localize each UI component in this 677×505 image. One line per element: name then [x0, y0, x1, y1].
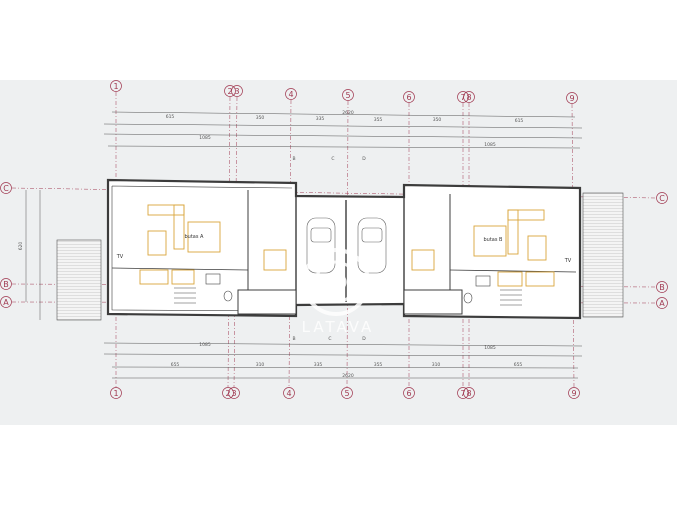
dimension-top [103, 111, 583, 149]
axis-label-5: 5 [345, 91, 350, 100]
room-label-unit-b: butas B [484, 237, 504, 243]
axis-label-5-bottom: 5 [344, 389, 349, 398]
dim-bottom-2: 310 [256, 362, 265, 368]
axis-label-3: 3 [234, 87, 239, 96]
room-label-unit-a: butas A [185, 234, 205, 240]
dimension-bottom [103, 342, 583, 379]
axis-label-9: 9 [569, 94, 574, 103]
dim-bottom-4: 355 [374, 362, 383, 368]
stairs [174, 287, 522, 306]
dim-bottom-5: 310 [432, 362, 441, 368]
axis-label-9-bottom: 9 [571, 389, 576, 398]
axis-label-b-right: B [659, 283, 665, 292]
dim-bottom-inner-b: 1085 [484, 345, 496, 351]
axis-top: 1 2 3 4 5 6 7 8 9 [110, 80, 578, 104]
section-marks: B C D B C D [292, 156, 366, 342]
axis-label-a-right: A [659, 299, 665, 308]
watermark-text: LATAVA [302, 318, 375, 336]
dimension-bottom-labels: 1085 1085 655 310 335 355 310 655 2620 [171, 342, 523, 379]
axis-label-7-bottom: 7 [460, 389, 465, 398]
axis-label-6-bottom: 6 [406, 389, 411, 398]
terrace-left [56, 239, 102, 321]
dim-bottom-3: 335 [314, 362, 323, 368]
dimension-left [25, 190, 41, 320]
axis-label-c-right: C [659, 194, 665, 203]
dim-top-4: 355 [374, 117, 383, 123]
dim-bottom-inner-a: 1085 [199, 342, 211, 348]
dim-top-6: 615 [515, 118, 524, 124]
axis-label-3-bottom: 3 [231, 389, 236, 398]
tv-label-a: TV [116, 254, 124, 260]
axis-label-1-bottom: 1 [113, 389, 118, 398]
dim-top-total: 2620 [342, 110, 354, 116]
dim-left-height: 620 [18, 242, 24, 251]
axis-label-c-left: C [3, 184, 9, 193]
dim-top-5: 350 [433, 117, 442, 123]
tv-label-b: TV [564, 258, 572, 264]
axis-label-7: 7 [460, 93, 465, 102]
axis-label-8-bottom: 8 [466, 389, 471, 398]
dim-bottom-1: 655 [171, 362, 180, 368]
dim-bottom-6: 655 [514, 362, 523, 368]
dim-top-1: 615 [166, 114, 175, 120]
furniture-unit-b [411, 209, 555, 287]
car-icon [306, 217, 387, 274]
axis-bottom: 1 2 3 4 5 6 7 8 9 [110, 387, 580, 399]
axis-label-2-bottom: 2 [225, 389, 230, 398]
section-mark-c-top: C [331, 156, 334, 162]
dim-top-inner-b: 1085 [484, 142, 496, 148]
bathroom-fixtures [205, 273, 491, 304]
section-mark-d-bottom: D [362, 336, 366, 342]
axis-label-6: 6 [406, 93, 411, 102]
axis-label-b-left: B [3, 280, 9, 289]
watermark-logo: LATAVA [302, 248, 375, 336]
axis-label-4-bottom: 4 [286, 389, 291, 398]
axis-label-8: 8 [466, 93, 471, 102]
dim-top-inner-a: 1085 [199, 135, 211, 141]
section-mark-b-top: B [292, 156, 295, 162]
axis-label-4: 4 [288, 90, 293, 99]
section-mark-b-bottom: B [292, 336, 295, 342]
dim-top-2: 350 [256, 115, 265, 121]
axis-label-a-left: A [3, 298, 9, 307]
dimension-top-labels: 615 350 335 355 350 615 2620 1085 1085 [166, 110, 524, 148]
axis-label-1: 1 [113, 82, 118, 91]
dim-bottom-total: 2620 [342, 373, 354, 379]
section-mark-c-bottom: C [328, 336, 331, 342]
section-mark-d-top: D [362, 156, 366, 162]
axis-side: C B A C B A [0, 182, 668, 309]
axis-label-2: 2 [227, 87, 232, 96]
dim-top-3: 335 [316, 116, 325, 122]
furniture-unit-a [139, 204, 287, 285]
terrace-right [582, 192, 624, 318]
